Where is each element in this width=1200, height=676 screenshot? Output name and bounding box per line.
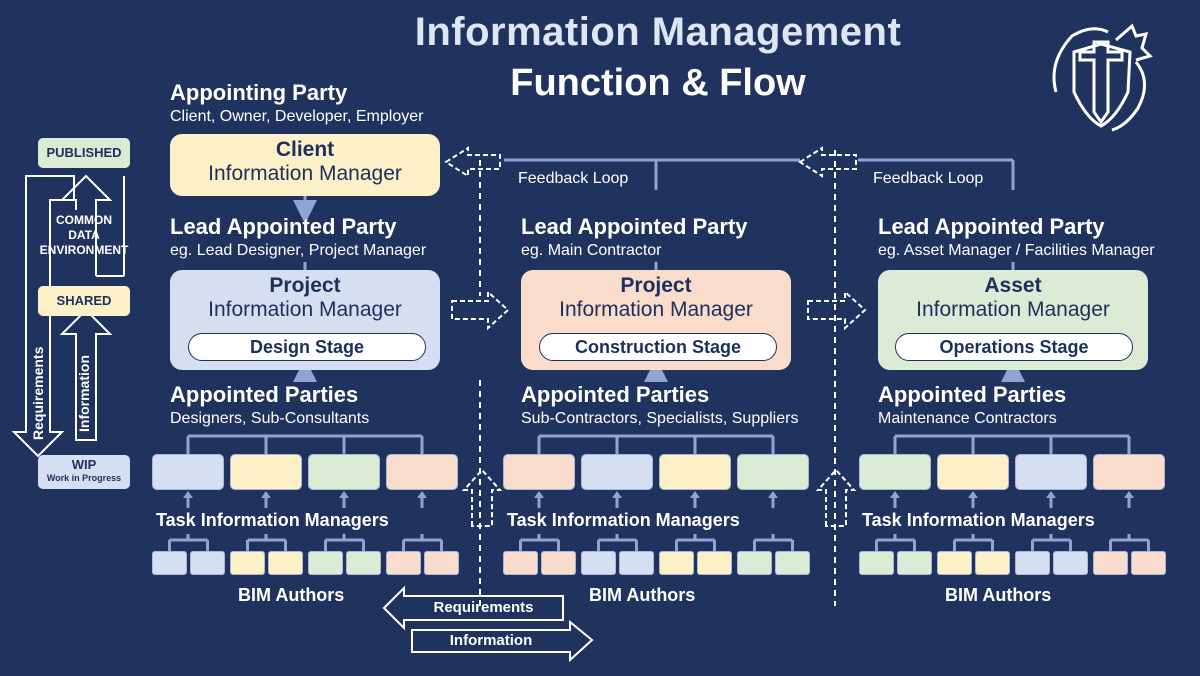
lead-party-heading-operations: Lead Appointed Party — [878, 214, 1105, 239]
lead-party-heading-construction: Lead Appointed Party — [521, 214, 748, 239]
appointed-parties-heading-construction: Appointed Parties — [521, 382, 710, 407]
bim-author-tile — [541, 551, 576, 575]
common-data-environment-label: COMMON DATA ENVIRONMENT — [28, 213, 140, 258]
appointed-party-tile — [152, 454, 224, 490]
wip-badge: WIP Work in Progress — [38, 455, 130, 489]
appointed-party-tile — [308, 454, 380, 490]
bim-author-tile — [775, 551, 810, 575]
appointing-party-heading: Appointing Party — [170, 80, 348, 105]
tree-arrowhead — [1046, 491, 1056, 498]
shared-badge: SHARED — [38, 286, 130, 316]
published-badge: PUBLISHED — [38, 138, 130, 168]
bim-authors-label-design: BIM Authors — [238, 585, 345, 605]
bim-author-tile — [581, 551, 616, 575]
bim-author-tile — [937, 551, 972, 575]
bim-author-tile — [897, 551, 932, 575]
design-manager-line2: Information Manager — [208, 298, 402, 321]
appointed-party-tile — [1093, 454, 1165, 490]
feedback-loop-label-2: Feedback Loop — [873, 170, 984, 187]
appointed-party-tile — [937, 454, 1009, 490]
dragon-shield-sword-icon — [1046, 22, 1156, 134]
bim-author-tile — [697, 551, 732, 575]
bim-author-tile — [975, 551, 1010, 575]
design-stage-badge: Design Stage — [188, 333, 426, 361]
lead-party-heading-design: Lead Appointed Party — [170, 214, 397, 239]
cde-information-label: Information — [76, 355, 92, 432]
tree-arrowhead — [890, 491, 900, 498]
cde-line3: ENVIRONMENT — [39, 243, 129, 257]
tree-arrowhead — [1124, 491, 1134, 498]
client-manager-line1: Client — [275, 138, 335, 161]
cde-line2: DATA — [68, 228, 100, 242]
lead-party-examples-construction: eg. Main Contractor — [521, 242, 662, 259]
lead-party-examples-operations: eg. Asset Manager / Facilities Manager — [878, 242, 1155, 259]
appointed-party-tile — [230, 454, 302, 490]
bim-author-tile — [190, 551, 225, 575]
wip-sublabel: Work in Progress — [46, 473, 122, 483]
bim-author-tile — [424, 551, 459, 575]
construction-stage-badge: Construction Stage — [539, 333, 777, 361]
bim-authors-label-operations: BIM Authors — [945, 585, 1052, 605]
task-information-managers-label-design: Task Information Managers — [156, 510, 389, 530]
design-manager-line1: Project — [269, 274, 341, 297]
tree-arrowhead — [534, 491, 544, 498]
lead-party-examples-design: eg. Lead Designer, Project Manager — [170, 242, 427, 259]
title-line-2: Function & Flow — [510, 62, 806, 104]
bim-author-tile — [230, 551, 265, 575]
bim-author-tile — [268, 551, 303, 575]
bim-author-tile — [619, 551, 654, 575]
bim-author-tile — [659, 551, 694, 575]
bim-author-tile — [386, 551, 421, 575]
tree-arrowhead — [612, 491, 622, 498]
operations-manager-line1: Asset — [984, 274, 1042, 297]
appointed-party-tile — [1015, 454, 1087, 490]
bim-author-tile — [308, 551, 343, 575]
bim-author-tile — [346, 551, 381, 575]
client-information-manager-box: Client Information Manager — [170, 134, 440, 196]
appointed-party-tile — [503, 454, 575, 490]
wip-label: WIP — [71, 457, 97, 472]
bottom-information-arrow-label: Information — [449, 632, 533, 649]
bim-author-tile — [737, 551, 772, 575]
appointed-party-tile — [386, 454, 458, 490]
tree-arrowhead — [968, 491, 978, 498]
tree-arrowhead — [690, 491, 700, 498]
title-line-1: Information Management — [414, 10, 902, 54]
bim-author-tile — [1053, 551, 1088, 575]
operations-stage-badge: Operations Stage — [895, 333, 1133, 361]
cde-line1: COMMON — [56, 213, 112, 227]
bim-author-tile — [859, 551, 894, 575]
bim-author-tile — [1015, 551, 1050, 575]
bim-author-tile — [503, 551, 538, 575]
appointed-parties-examples-construction: Sub-Contractors, Specialists, Suppliers — [521, 410, 799, 427]
appointed-party-tile — [737, 454, 809, 490]
tree-arrowhead — [261, 491, 271, 498]
appointed-parties-heading-design: Appointed Parties — [170, 382, 359, 407]
appointed-party-tile — [659, 454, 731, 490]
appointed-parties-examples-design: Designers, Sub-Consultants — [170, 410, 370, 427]
task-information-managers-label-operations: Task Information Managers — [862, 510, 1095, 530]
feedback-loop-label-1: Feedback Loop — [518, 170, 629, 187]
bim-authors-label-construction: BIM Authors — [589, 585, 696, 605]
construction-manager-line1: Project — [620, 274, 692, 297]
appointed-party-tile — [581, 454, 653, 490]
bottom-requirements-arrow-label: Requirements — [433, 599, 534, 616]
appointing-party-examples: Client, Owner, Developer, Employer — [170, 108, 424, 125]
operations-manager-line2: Information Manager — [916, 298, 1110, 321]
construction-manager-line2: Information Manager — [559, 298, 753, 321]
tree-arrowhead — [417, 491, 427, 498]
client-manager-line2: Information Manager — [208, 162, 402, 185]
cde-requirements-label: Requirements — [30, 346, 46, 440]
bim-author-tile — [152, 551, 187, 575]
appointed-party-tile — [859, 454, 931, 490]
tree-arrowhead — [768, 491, 778, 498]
bim-author-tile — [1131, 551, 1166, 575]
tree-arrowhead — [339, 491, 349, 498]
appointed-parties-examples-operations: Maintenance Contractors — [878, 410, 1057, 427]
tree-arrowhead — [183, 491, 193, 498]
bim-author-tile — [1093, 551, 1128, 575]
task-information-managers-label-construction: Task Information Managers — [507, 510, 740, 530]
appointed-parties-heading-operations: Appointed Parties — [878, 382, 1067, 407]
